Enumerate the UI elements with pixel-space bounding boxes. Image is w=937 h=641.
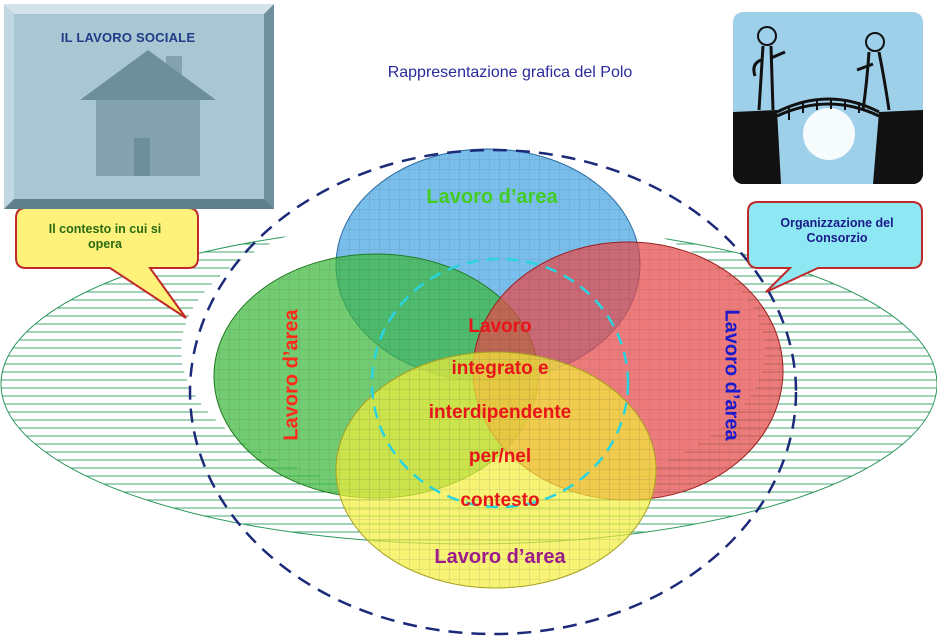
label-left-circle: Lavoro d’area: [280, 309, 303, 441]
center-text-line-2: integrato e: [451, 358, 549, 379]
dashed-inner-ellipse: [370, 257, 630, 509]
label-right-circle: Lavoro d’area: [720, 309, 743, 441]
house-label: IL LAVORO SOCIALE: [60, 30, 196, 45]
bridge-illustration: [733, 12, 923, 184]
center-text-line-1: Lavoro: [468, 316, 532, 337]
circle-bottom: [335, 351, 657, 589]
diagram-title: Rappresentazione grafica del Polo: [387, 64, 633, 81]
center-text-line-3: interdipendente: [428, 402, 572, 423]
dashed-outer-ellipse: [188, 148, 798, 636]
callout-left-text: Il contesto in cui si opera: [48, 222, 162, 251]
label-top-circle: Lavoro d’area: [426, 186, 558, 208]
callout-right-shape: [747, 201, 923, 293]
house-panel: [4, 4, 274, 209]
bridge-scene-icon: [733, 26, 923, 184]
house-icon: [80, 50, 216, 176]
center-text-line-4: per/nel: [468, 446, 532, 467]
callout-left-shape: [15, 207, 199, 319]
center-text-line-5: contesto: [460, 490, 540, 511]
callout-right-text: Organizzazione del Consorzio: [780, 216, 894, 245]
label-bottom-circle: Lavoro d’area: [434, 546, 566, 568]
